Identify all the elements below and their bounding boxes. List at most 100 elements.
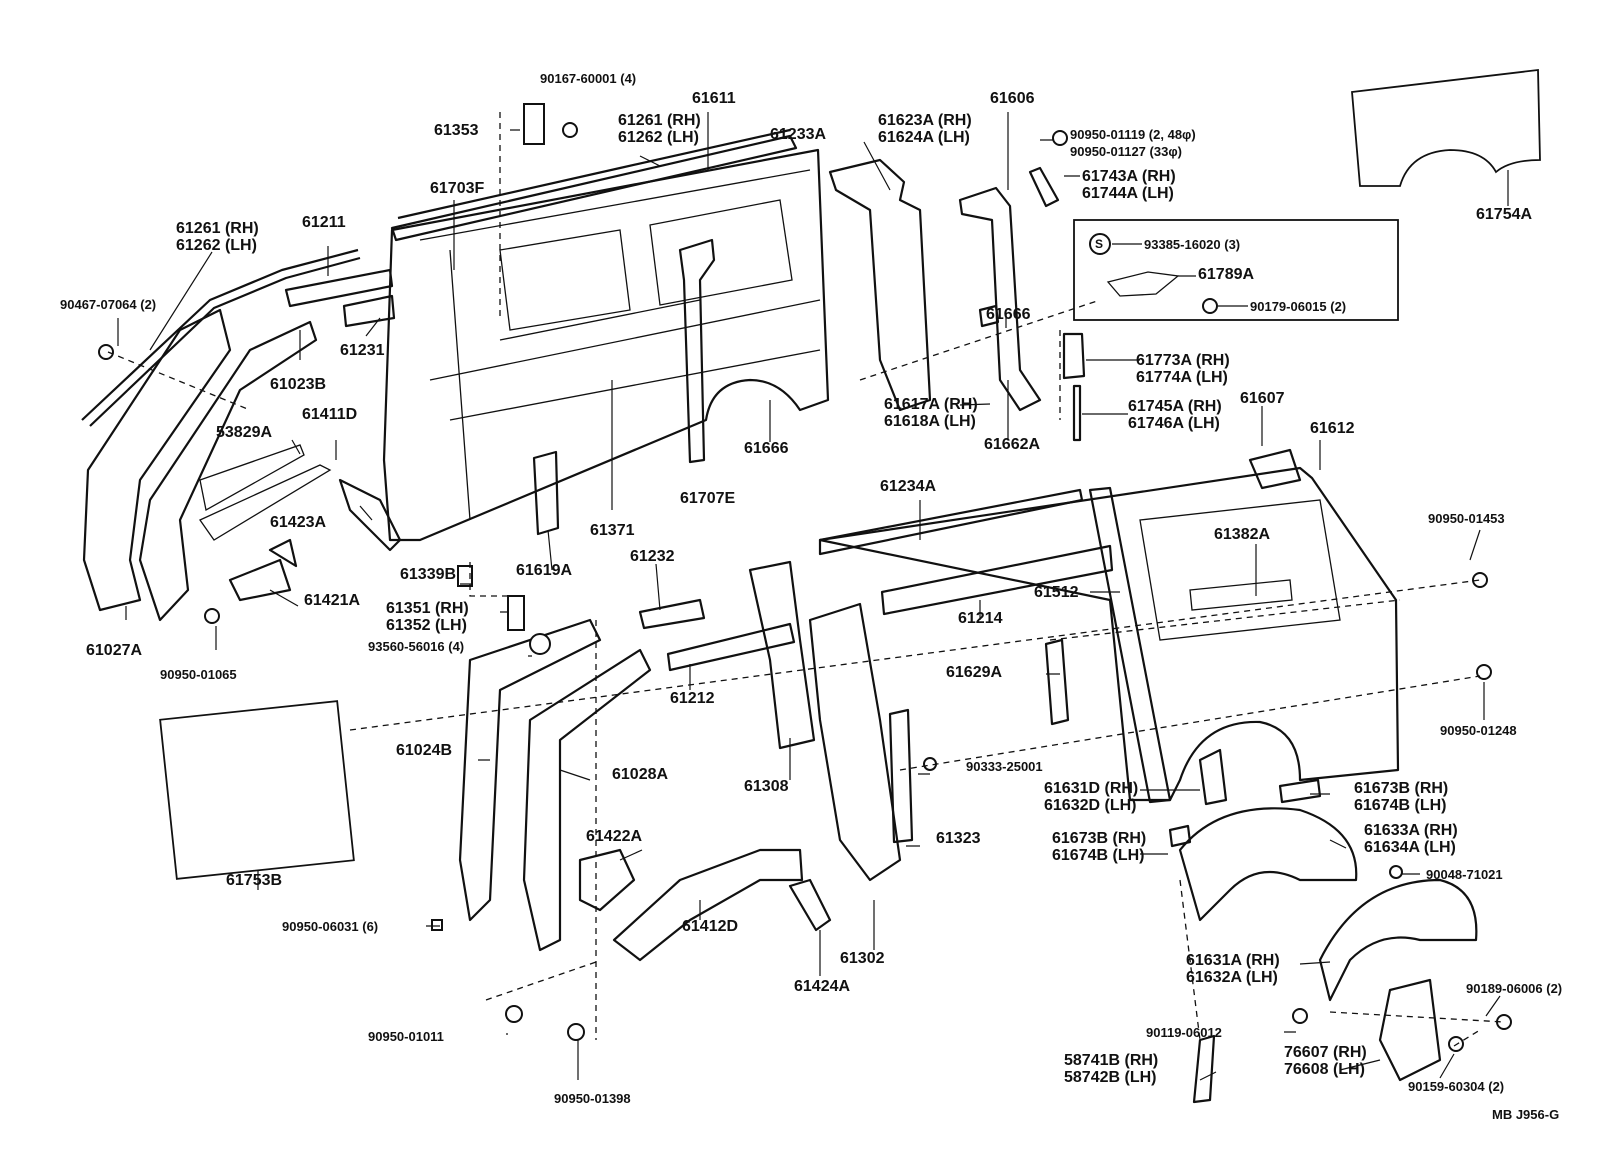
part-label-l35: 61232 xyxy=(630,548,675,565)
part-label-l26: 61612 xyxy=(1310,420,1355,437)
part-label-l46: 61024B xyxy=(396,742,452,759)
pillar-61024b xyxy=(458,618,602,922)
rail-61231 xyxy=(342,294,396,328)
part-label-line: 61606 xyxy=(990,90,1035,107)
part-label-line: 61662A xyxy=(984,436,1041,453)
part-label-l11: 61703F xyxy=(430,180,484,197)
part-label-l62: 90189-06006 (2) xyxy=(1466,980,1562,997)
screw-symbol-icon xyxy=(1089,233,1111,255)
bracket-61323 xyxy=(888,708,914,844)
pillar-61707e xyxy=(678,238,716,464)
part-label-l40: 61027A xyxy=(86,642,142,659)
side-panel-main xyxy=(382,148,830,542)
part-label-line: 61634A (LH) xyxy=(1364,839,1456,856)
rail-61232 xyxy=(638,598,706,630)
part-label-l7: 61606 xyxy=(990,90,1035,107)
part-label-line: 90167-60001 (4) xyxy=(540,71,637,86)
part-label-line: 61512 xyxy=(1034,584,1079,601)
part-label-l54: 61673B (RH)61674B (LH) xyxy=(1052,830,1146,864)
part-label-l67: 76607 (RH)76608 (LH) xyxy=(1284,1044,1367,1078)
part-label-line: 61233A xyxy=(770,126,827,143)
pillar-61606 xyxy=(958,186,1042,412)
part-label-line: 58741B (RH) xyxy=(1064,1052,1159,1069)
part-label-l2: 61611 xyxy=(692,90,736,107)
part-label-l28: 61234A xyxy=(880,478,936,495)
part-label-line: 61623A (RH) xyxy=(878,112,972,129)
part-label-l47: 90333-25001 xyxy=(966,758,1043,775)
housing-61633a xyxy=(1178,807,1358,922)
part-label-l34: 61619A xyxy=(516,562,572,579)
bracket-61789a xyxy=(1106,271,1180,297)
part-label-l65: 90119-06012 xyxy=(1146,1024,1222,1041)
part-label-line: 61632A (LH) xyxy=(1186,969,1278,986)
part-label-line: 61027A xyxy=(86,642,143,659)
part-label-line: 90189-06006 (2) xyxy=(1466,981,1563,996)
part-label-line: 61666 xyxy=(744,440,789,457)
part-label-line: 61424A xyxy=(794,978,851,995)
part-label-line: 90119-06012 xyxy=(1146,1025,1222,1040)
part-label-l39: 61214 xyxy=(958,610,1003,627)
part-label-line: 90950-01453 xyxy=(1428,511,1505,526)
part-label-l20: 61411D xyxy=(302,406,357,423)
pillar-61302 xyxy=(808,602,902,882)
bracket-61619a xyxy=(532,450,560,536)
part-label-l45: 90950-01248 xyxy=(1440,722,1517,739)
bracket-61629a xyxy=(1044,638,1070,726)
screw-symbol-icon xyxy=(529,633,551,655)
pillar-61027a xyxy=(82,308,232,612)
part-label-l25: 61666 xyxy=(744,440,789,457)
part-label-l17: 61666 xyxy=(986,306,1031,323)
part-label-l14: 90467-07064 (2) xyxy=(60,296,156,313)
wheel-arch-61412d xyxy=(612,848,804,962)
part-label-line: 61262 (LH) xyxy=(618,129,699,146)
clip-icon xyxy=(1389,865,1403,879)
part-label-line: 61323 xyxy=(936,830,981,847)
part-label-l44: 61212 xyxy=(670,690,715,707)
plug-icon xyxy=(1052,130,1068,146)
part-label-l6: 61623A (RH)61624A (LH) xyxy=(878,112,972,146)
part-label-l36: 61512 xyxy=(1034,584,1079,601)
strip-61745a xyxy=(1072,384,1082,442)
part-label-line: 61024B xyxy=(396,742,453,759)
part-label-l69: 90950-01398 xyxy=(554,1090,631,1107)
bracket-61422a xyxy=(578,848,636,912)
mudflap-76607 xyxy=(1378,978,1442,1082)
part-label-line: 61421A xyxy=(304,592,361,609)
rear-quarter-panel xyxy=(818,466,1400,802)
part-label-l19: 53829A xyxy=(216,424,272,441)
part-label-l61: 61631A (RH)61632A (LH) xyxy=(1186,952,1280,986)
part-label-line: 61353 xyxy=(434,122,479,139)
part-label-line: 61422A xyxy=(586,828,643,845)
pillar-61028a xyxy=(522,648,652,952)
plug-icon xyxy=(1476,664,1492,680)
bracket-61424a xyxy=(788,878,832,932)
part-label-line: 61412D xyxy=(682,918,739,935)
part-label-line: 61411D xyxy=(302,406,358,423)
pillar-61023b xyxy=(138,320,318,622)
part-label-l8: 90950-01119 (2, 48φ)90950-01127 (33φ) xyxy=(1070,126,1196,160)
part-label-line: 61773A (RH) xyxy=(1136,352,1230,369)
part-label-line: 61631D (RH) xyxy=(1044,780,1139,797)
part-label-l30: 61371 xyxy=(590,522,635,539)
part-label-line: 90950-01065 xyxy=(160,667,237,682)
rail-61211 xyxy=(284,268,394,308)
part-label-line: 61308 xyxy=(744,778,789,795)
part-label-l24: 61607 xyxy=(1240,390,1285,407)
part-label-line: 61674B (LH) xyxy=(1052,847,1145,864)
part-label-line: 61234A xyxy=(880,478,937,495)
part-label-line: 61028A xyxy=(612,766,669,783)
part-label-line: 58742B (LH) xyxy=(1064,1069,1157,1086)
bracket-61353 xyxy=(523,103,545,145)
part-label-line: 61619A xyxy=(516,562,573,579)
part-label-l13: 61211 xyxy=(302,214,346,231)
part-label-line: 61231 xyxy=(340,342,385,359)
part-label-l55: 61633A (RH)61634A (LH) xyxy=(1364,822,1458,856)
part-label-line: 61703F xyxy=(430,180,485,197)
part-label-line: 61633A (RH) xyxy=(1364,822,1458,839)
part-label-line: 61232 xyxy=(630,548,675,565)
part-label-line: 61302 xyxy=(840,950,885,967)
part-label-l32: 61382A xyxy=(1214,526,1270,543)
part-label-line: 61023B xyxy=(270,376,327,393)
inset-screw-label: S xyxy=(1095,237,1104,251)
strip-58741b xyxy=(1192,1034,1216,1104)
